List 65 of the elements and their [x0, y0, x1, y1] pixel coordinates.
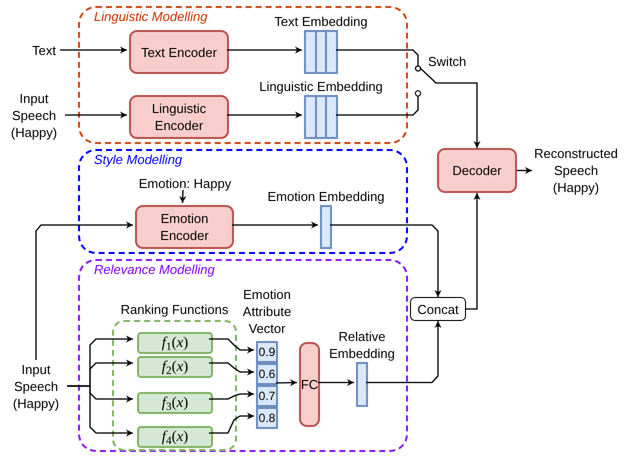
group-heading: Ranking Functions	[120, 301, 228, 318]
embedding-label: Relative Embedding	[328, 328, 396, 362]
module-box	[135, 205, 234, 249]
arrow	[65, 112, 127, 118]
io-label: Reconstructed Speech (Happy)	[533, 145, 619, 196]
function-label: f$_{4}$(x)	[162, 428, 188, 446]
module-label: Linguistic Encoder	[150, 100, 208, 134]
arrow	[209, 412, 254, 434]
module-region	[78, 259, 408, 452]
vector-value: 0.8	[258, 411, 276, 425]
module-box	[299, 342, 320, 427]
function-box	[137, 356, 213, 378]
io-label: Input Speech (Happy)	[12, 360, 60, 412]
arrow	[232, 222, 318, 228]
io-label: Emotion: Happy	[138, 175, 232, 192]
module-region	[78, 149, 408, 254]
module-title: Relevance Modelling	[94, 262, 215, 278]
vector-cell	[256, 385, 278, 407]
arrow	[276, 379, 298, 386]
module-title: Style Modelling	[94, 152, 182, 168]
arrow	[330, 224, 442, 297]
arrow	[318, 379, 354, 386]
vector-cell	[256, 363, 278, 385]
function-label: f$_{1}$(x)	[162, 334, 188, 352]
function-box	[137, 426, 213, 448]
function-label: f$_{3}$(x)	[162, 394, 188, 412]
vector-cell	[256, 341, 278, 363]
module-label: FC	[300, 376, 318, 393]
module-title: Linguistic Modelling	[94, 9, 208, 25]
module-box	[129, 30, 229, 74]
vector-cell	[256, 407, 278, 429]
arrow	[209, 362, 254, 376]
function-label: f$_{2}$(x)	[162, 358, 188, 376]
io-label: Input Speech (Happy)	[10, 90, 58, 140]
module-box	[410, 297, 466, 321]
arrow	[336, 49, 480, 148]
embedding-label: Linguistic Embedding	[259, 78, 383, 95]
module-label: Text Encoder	[141, 44, 217, 60]
module-label: Emotion Encoder	[159, 210, 210, 244]
function-box	[137, 392, 213, 414]
module-region	[78, 6, 408, 144]
function-box	[137, 332, 213, 354]
arrow	[466, 193, 480, 310]
switch-label: Switch	[428, 54, 466, 70]
vector-label: Emotion Attribute Vector	[242, 286, 292, 337]
arrow	[517, 167, 532, 174]
arrow	[209, 338, 254, 354]
embedding-label: Text Embedding	[274, 13, 368, 30]
arrow	[60, 46, 127, 54]
arrow	[35, 222, 133, 360]
module-label: Decoder	[452, 162, 502, 179]
arrow	[67, 385, 133, 436]
module-label: Concat	[417, 300, 459, 318]
vector-value: 0.9	[258, 345, 276, 359]
io-label: Text	[32, 42, 56, 58]
arrow	[366, 321, 442, 384]
vector-value: 0.6	[258, 367, 276, 381]
arrow	[227, 46, 302, 54]
arrow	[179, 190, 186, 204]
arrow	[227, 112, 302, 118]
vector-value: 0.7	[258, 389, 276, 403]
embedding-label: Emotion Embedding	[267, 188, 385, 205]
module-box	[129, 95, 229, 139]
module-box	[437, 148, 517, 193]
arrow	[209, 390, 254, 400]
